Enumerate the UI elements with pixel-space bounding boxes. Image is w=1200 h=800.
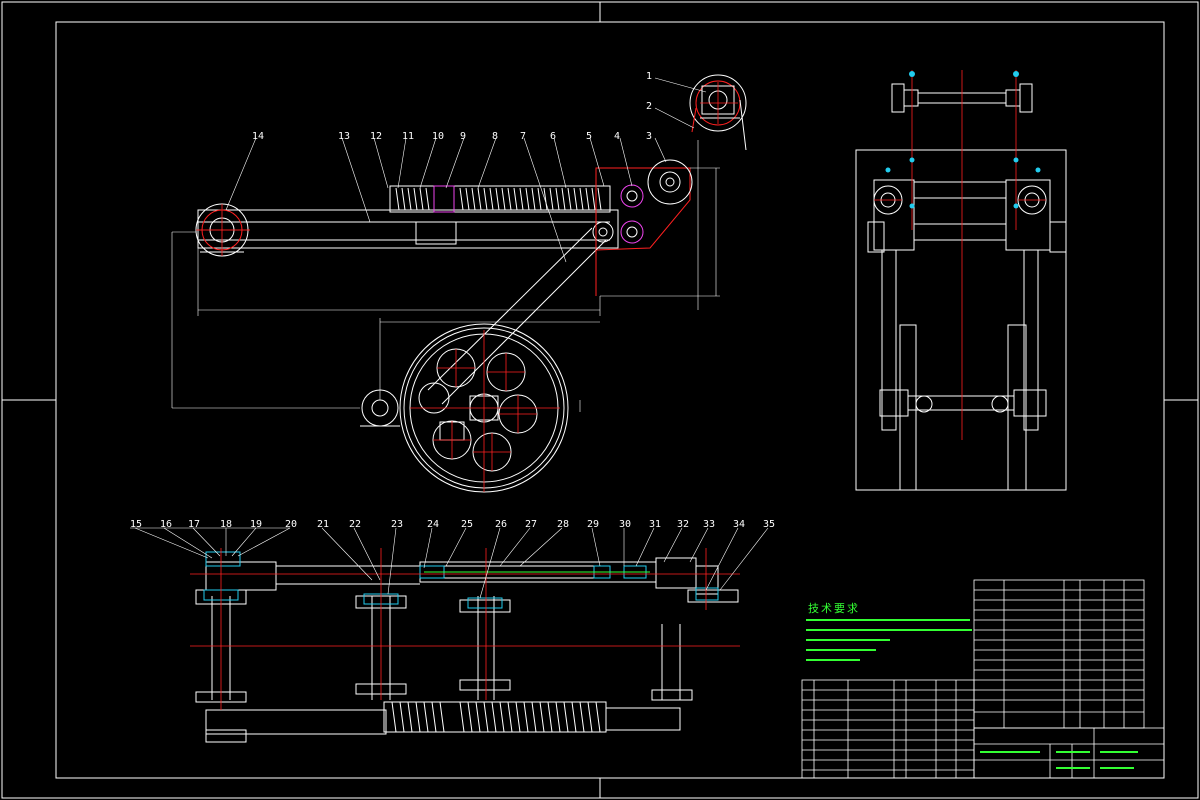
balloon-bottom-35: 35 [763, 519, 776, 530]
title-block-green-text [980, 751, 1138, 769]
balloon-bottom-26: 26 [495, 519, 508, 530]
side-view [855, 83, 1067, 491]
balloon-bottom-19: 19 [250, 519, 263, 530]
balloon-top-8: 8 [492, 131, 499, 142]
front-centerlines [196, 82, 738, 492]
balloon-top-13: 13 [338, 131, 351, 142]
balloon-bottom-16: 16 [160, 519, 173, 530]
balloon-top-14: 14 [252, 131, 265, 142]
balloon-bottom-33: 33 [703, 519, 716, 530]
balloon-top-12: 12 [370, 131, 383, 142]
balloon-top-6: 6 [550, 131, 557, 142]
balloon-top-7: 7 [520, 131, 527, 142]
balloon-bottom-22: 22 [349, 519, 362, 530]
balloon-bottom-21: 21 [317, 519, 330, 530]
leaders-top [225, 77, 707, 263]
balloon-bottom-30: 30 [619, 519, 632, 530]
balloon-top-9: 9 [460, 131, 467, 142]
balloon-bottom-20: 20 [285, 519, 298, 530]
front-dimensions [171, 140, 720, 412]
balloon-bottom-28: 28 [557, 519, 570, 530]
plan-view [195, 557, 739, 743]
balloon-top-2: 2 [646, 101, 653, 112]
balloon-top-5: 5 [586, 131, 593, 142]
plan-centerlines [190, 548, 740, 710]
balloon-top-3: 3 [646, 131, 653, 142]
technical-notes-title: 技术要求 [808, 602, 860, 615]
balloon-bottom-31: 31 [649, 519, 662, 530]
balloon-bottom-32: 32 [677, 519, 690, 530]
technical-notes-lines [806, 619, 972, 661]
title-block [801, 579, 1165, 779]
balloon-bottom-18: 18 [220, 519, 233, 530]
balloon-top-1: 1 [646, 71, 653, 82]
leaders-bottom [130, 527, 769, 599]
side-centerlines [874, 70, 1046, 440]
balloon-top-4: 4 [614, 131, 621, 142]
front-view [195, 74, 747, 493]
balloon-bottom-27: 27 [525, 519, 538, 530]
balloon-bottom-29: 29 [587, 519, 600, 530]
balloon-bottom-15: 15 [130, 519, 143, 530]
balloon-bottom-25: 25 [461, 519, 474, 530]
balloon-bottom-34: 34 [733, 519, 746, 530]
side-cyan-marks [885, 71, 1041, 209]
balloon-bottom-24: 24 [427, 519, 440, 530]
balloon-top-11: 11 [402, 131, 415, 142]
balloon-bottom-23: 23 [391, 519, 404, 530]
balloon-top-10: 10 [432, 131, 445, 142]
balloon-bottom-17: 17 [188, 519, 201, 530]
